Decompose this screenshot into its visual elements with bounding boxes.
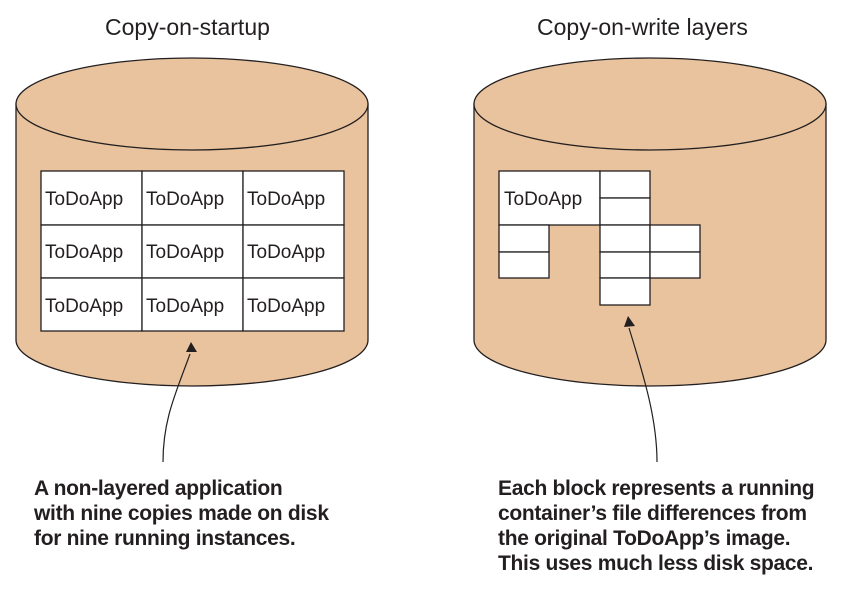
- todoapp-block: [40, 277, 143, 332]
- layer-diff-block: [599, 277, 651, 306]
- todoapp-label: ToDoApp: [146, 189, 224, 210]
- layer-diff-block: [498, 251, 550, 279]
- left-caption: A non-layered application with nine copi…: [34, 476, 329, 551]
- left-callout-arrow: [162, 342, 197, 463]
- right-caption-line-1: Each block represents a running: [498, 477, 815, 500]
- todoapp-label: ToDoApp: [146, 296, 224, 317]
- right-caption-line-2: container’s file differences from: [498, 502, 807, 525]
- todoapp-label: ToDoApp: [45, 296, 123, 317]
- todoapp-label: ToDoApp: [45, 189, 123, 210]
- left-block-grid: [40, 170, 345, 332]
- todoapp-label: ToDoApp: [146, 242, 224, 263]
- layer-diff-block: [599, 224, 651, 253]
- todoapp-block: [242, 277, 345, 332]
- left-disk-top: [15, 57, 369, 151]
- right-caption: Each block represents a running containe…: [498, 476, 815, 576]
- right-layer-blocks: [498, 170, 701, 306]
- base-image-label: ToDoApp: [504, 189, 582, 210]
- right-caption-line-3: the original ToDoApp’s image.: [498, 527, 791, 550]
- layer-diff-block: [599, 170, 651, 199]
- layer-diff-block: [649, 224, 701, 253]
- right-callout-arrow: [624, 316, 658, 463]
- layer-diff-block: [649, 251, 701, 279]
- layer-diff-block: [498, 224, 550, 253]
- todoapp-block: [40, 170, 143, 226]
- todoapp-label: ToDoApp: [247, 242, 325, 263]
- todoapp-label: ToDoApp: [45, 242, 123, 263]
- todoapp-block: [141, 277, 244, 332]
- layer-diff-block: [599, 197, 651, 226]
- todoapp-label: ToDoApp: [247, 296, 325, 317]
- right-panel-title: Copy-on-write layers: [537, 14, 748, 40]
- todoapp-block: [242, 224, 345, 279]
- left-caption-line-1: A non-layered application: [34, 477, 283, 500]
- left-block-labels: ToDoApp ToDoApp ToDoApp ToDoApp ToDoApp …: [45, 189, 325, 317]
- left-panel-title: Copy-on-startup: [105, 14, 270, 40]
- layer-diff-block: [599, 251, 651, 279]
- left-caption-line-3: for nine running instances.: [34, 527, 296, 550]
- right-disk-top: [473, 57, 827, 151]
- right-caption-line-4: This uses much less disk space.: [498, 552, 814, 575]
- left-caption-line-2: with nine copies made on disk: [34, 502, 329, 525]
- todoapp-label: ToDoApp: [247, 189, 325, 210]
